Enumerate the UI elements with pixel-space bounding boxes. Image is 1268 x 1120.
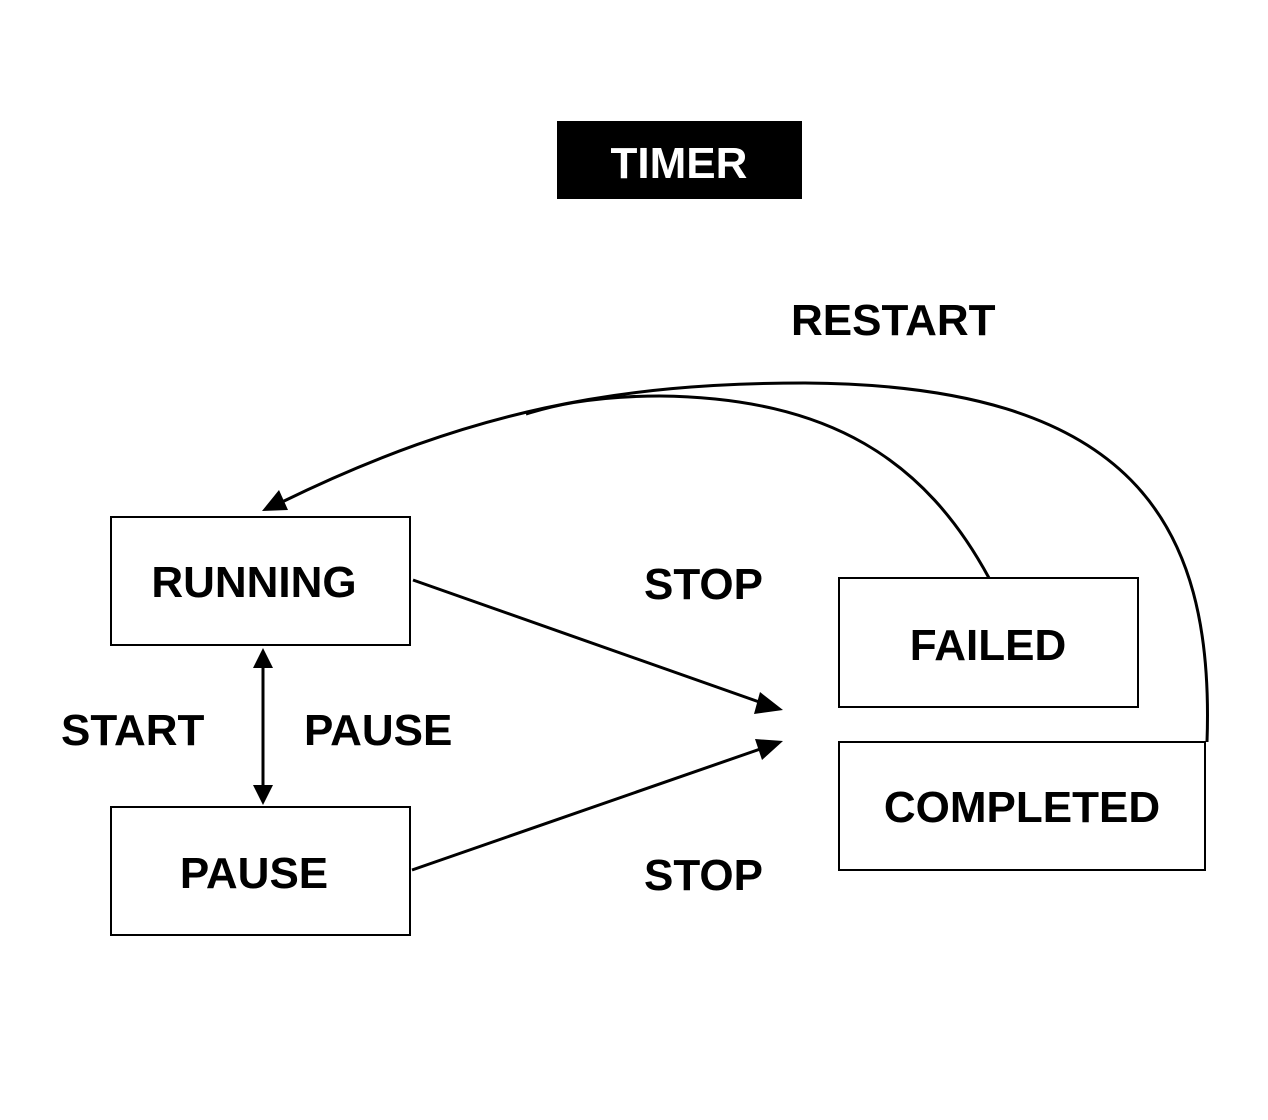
title-block: TIMER bbox=[557, 121, 802, 199]
edge-stop-running-line bbox=[412, 578, 766, 706]
edge-restart bbox=[262, 381, 1209, 743]
state-running-label: RUNNING bbox=[151, 558, 356, 607]
edge-start-pause bbox=[253, 648, 273, 805]
arrowhead-up-icon bbox=[253, 648, 273, 668]
arrowhead-down-icon bbox=[253, 785, 273, 805]
state-pause-box bbox=[110, 806, 411, 936]
edge-stop-running bbox=[412, 578, 783, 714]
edge-stop-pause-line bbox=[411, 745, 767, 872]
state-running: RUNNING bbox=[110, 516, 411, 646]
transition-label-pause: PAUSE bbox=[304, 706, 452, 755]
state-running-box bbox=[110, 516, 411, 646]
arrowhead-right-icon bbox=[754, 692, 783, 714]
title-background bbox=[557, 121, 802, 199]
state-completed: COMPLETED bbox=[838, 741, 1206, 871]
state-completed-box bbox=[838, 741, 1206, 871]
transition-label-stop-top: STOP bbox=[644, 560, 763, 609]
transition-label-restart: RESTART bbox=[791, 296, 996, 345]
edge-restart-from-failed bbox=[525, 394, 991, 579]
transition-label-stop-bottom: STOP bbox=[644, 851, 763, 900]
state-pause: PAUSE bbox=[110, 806, 411, 936]
state-pause-label: PAUSE bbox=[180, 849, 328, 898]
arrowhead-left-icon bbox=[262, 490, 288, 511]
diagram-title: TIMER bbox=[611, 139, 748, 188]
transition-label-start: START bbox=[61, 706, 205, 755]
state-failed-label: FAILED bbox=[910, 621, 1066, 670]
state-failed-box bbox=[838, 577, 1139, 708]
state-completed-label: COMPLETED bbox=[884, 783, 1160, 832]
state-failed: FAILED bbox=[838, 577, 1139, 708]
arrowhead-right-icon bbox=[755, 739, 783, 760]
edge-stop-pause bbox=[411, 739, 783, 872]
edge-restart-from-completed bbox=[281, 381, 1209, 743]
